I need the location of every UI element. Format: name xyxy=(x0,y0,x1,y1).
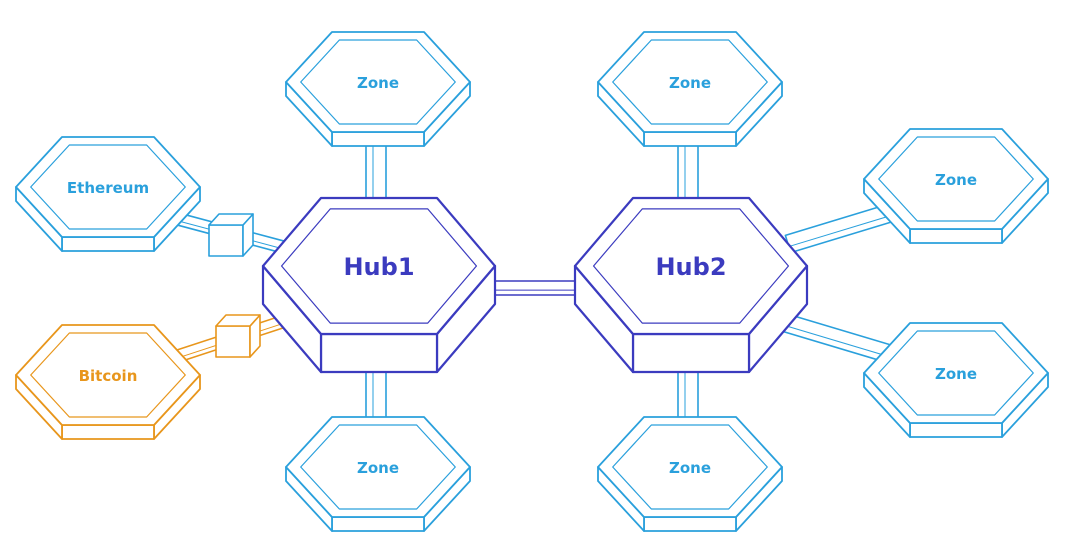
zone-ethereum-node: Ethereum xyxy=(15,136,201,252)
zone-hub1-top-label: Zone xyxy=(357,74,399,92)
zone-bitcoin-node: Bitcoin xyxy=(15,324,201,440)
zone-hub1-top-node: Zone xyxy=(285,31,471,147)
zone-hub1-bottom-label: Zone xyxy=(357,459,399,477)
zone-ethereum-label: Ethereum xyxy=(67,179,149,197)
zone-hub2-bottom-label: Zone xyxy=(669,459,711,477)
zone-bitcoin-label: Bitcoin xyxy=(79,367,138,385)
zone-hub2-lower-right-node: Zone xyxy=(863,322,1049,438)
hub1-node: Hub1 xyxy=(261,196,497,374)
zone-hub2-upper-right-label: Zone xyxy=(935,171,977,189)
zone-hub2-top-label: Zone xyxy=(669,74,711,92)
zone-hub2-bottom-node: Zone xyxy=(597,416,783,532)
hub2-node: Hub2 xyxy=(573,196,809,374)
link-zone-hub1-top xyxy=(365,141,387,201)
link-hub1-hub2 xyxy=(491,280,581,296)
link-zone-hub2-top xyxy=(677,141,699,201)
zone-hub1-bottom-node: Zone xyxy=(285,416,471,532)
zone-hub2-lower-right-label: Zone xyxy=(935,365,977,383)
ethereum-bridge-cube xyxy=(208,213,254,257)
link-zone-hub2-upper-right xyxy=(784,203,894,254)
hub2-label: Hub2 xyxy=(655,253,726,281)
zone-hub2-upper-right-node: Zone xyxy=(863,128,1049,244)
zone-hub2-top-node: Zone xyxy=(597,31,783,147)
bitcoin-bridge-cube xyxy=(215,314,261,358)
hub1-label: Hub1 xyxy=(343,253,414,281)
